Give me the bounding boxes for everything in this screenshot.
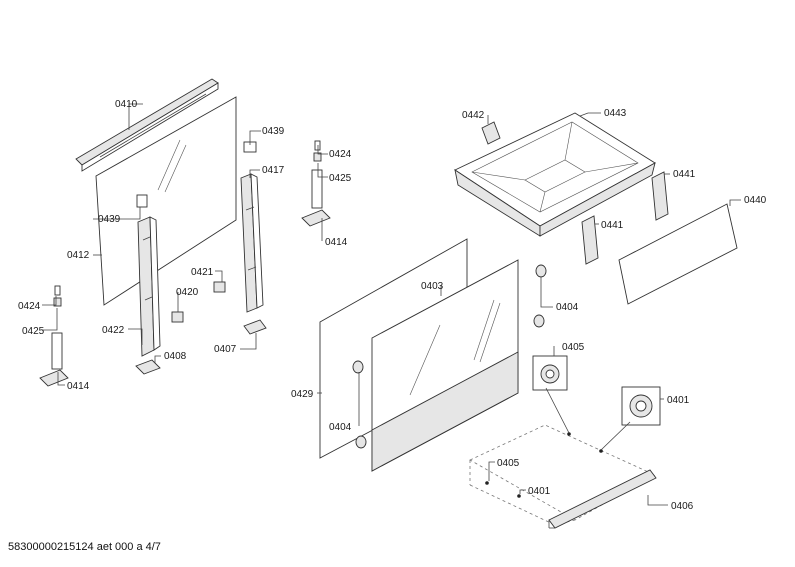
clip-0420-shape [171,311,184,323]
part-label-0405-upper: 0405 [562,342,585,353]
part-label-0442: 0442 [462,110,485,121]
part-label-0420: 0420 [176,287,199,298]
top-trim-strip [75,78,219,172]
drawer-front-panel [618,203,738,305]
inner-glass-panel [95,96,237,306]
slide-0441-lower-shape [581,215,599,265]
part-label-0408: 0408 [164,351,187,362]
part-label-0440: 0440 [744,195,767,206]
part-label-0421: 0421 [191,267,214,278]
door-handle [548,469,657,529]
part-label-0422: 0422 [102,325,125,336]
part-label-0404-left: 0404 [329,422,352,433]
leader-lines [42,103,741,506]
part-label-0424-upper: 0424 [329,149,352,160]
part-label-0401-upper: 0401 [667,395,690,406]
part-label-0439-upper: 0439 [262,126,285,137]
part-label-0425-upper: 0425 [329,173,352,184]
part-label-0439-lower: 0439 [98,214,121,225]
right-hinge-rail [240,141,264,313]
buffer-0404-c-shape [352,360,364,374]
part-label-0417: 0417 [262,165,285,176]
part-label-0401-lower: 0401 [528,486,551,497]
hinge-pin-stack-upper [301,140,331,227]
drawer-tray [454,112,656,237]
knob-0401-shape [621,386,661,426]
part-label-0414-lower: 0414 [67,381,90,392]
document-id: 58300000215124 aet 000 a 4/7 [8,541,161,553]
bottom-frame-dashed [469,424,656,526]
clip-0442-shape [481,121,501,145]
part-label-0403: 0403 [421,281,444,292]
part-label-0441-lower: 0441 [601,220,624,231]
buffer-0404-b-shape [533,314,545,328]
part-label-0443: 0443 [604,108,627,119]
knob-0405-shape [532,355,568,391]
buffer-0404-d-shape [355,435,367,449]
hinge-pin-stack-lower [39,285,69,387]
part-label-0414-upper: 0414 [325,237,348,248]
part-label-0429: 0429 [291,389,314,400]
part-label-0407: 0407 [214,344,237,355]
part-label-0405-lower: 0405 [497,458,520,469]
clip-0421-shape [213,281,226,293]
slide-0441-upper-shape [651,171,669,221]
part-label-0412: 0412 [67,250,90,261]
part-label-0425-lower: 0425 [22,326,45,337]
buffer-0404-a-shape [535,264,547,278]
left-hinge-rail [136,194,161,357]
part-label-0424-lower: 0424 [18,301,41,312]
part-label-0441-upper: 0441 [673,169,696,180]
part-label-0404-right: 0404 [556,302,579,313]
bracket-0408-shape [135,359,161,375]
part-label-group: 0410 0439 0417 0424 0425 0414 0439 0412 … [18,99,767,512]
bracket-0407-shape [243,319,267,335]
part-label-0410: 0410 [115,99,138,110]
part-label-0406: 0406 [671,501,694,512]
door-front-panel [371,259,519,472]
